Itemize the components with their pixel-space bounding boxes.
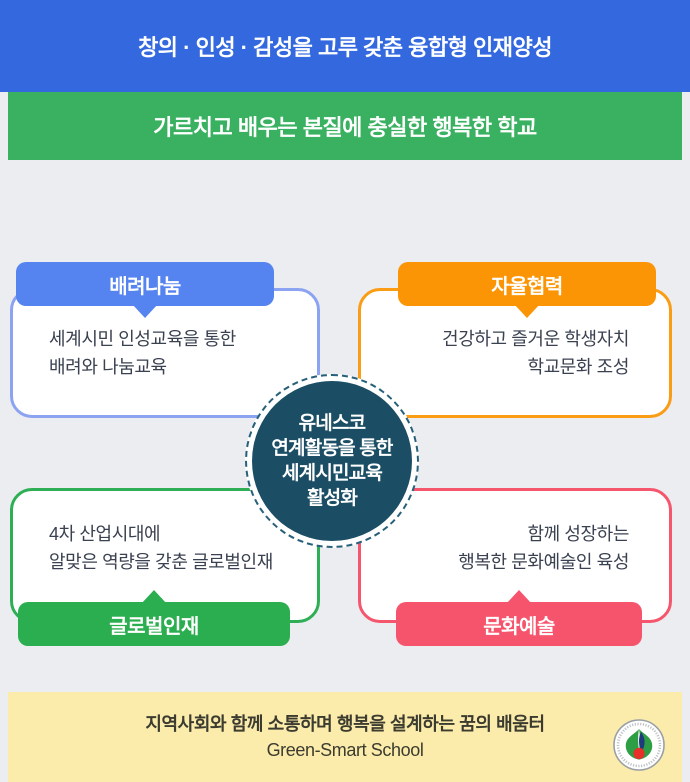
unesco-circle-line: 유네스코 — [298, 413, 367, 434]
tab-global-talent: 글로벌인재 — [18, 590, 290, 646]
card-care-sharing-text: 세계시민 인성교육을 통한 배려와 나눔교육 — [13, 325, 317, 381]
mission-banner-title: 가르치고 배우는 본질에 충실한 행복한 학교 — [153, 115, 537, 140]
card-care-sharing: 세계시민 인성교육을 통한 배려와 나눔교육 — [10, 288, 320, 418]
tab-autonomy-cooperation: 자율협력 — [398, 262, 656, 318]
card-text-line: 학교문화 조성 — [527, 357, 629, 377]
vision-banner-title: 창의 · 인성 · 감성을 고루 갖춘 융합형 인재양성 — [138, 35, 552, 60]
footer-slogan: 지역사회와 함께 소통하며 행복을 설계하는 꿈의 배움터 — [145, 714, 545, 734]
tab-pointer-down-icon — [514, 304, 540, 318]
tab-culture-art: 문화예술 — [396, 590, 642, 646]
footer-banner: 지역사회와 함께 소통하며 행복을 설계하는 꿈의 배움터 Green-Smar… — [8, 692, 682, 782]
unesco-circle: 유네스코 연계활동을 통한 세계시민교육 활성화 — [252, 381, 412, 541]
card-culture-art-text: 함께 성장하는 행복한 문화예술인 육성 — [361, 520, 669, 576]
card-autonomy-cooperation-text: 건강하고 즐거운 학생자치 학교문화 조성 — [361, 325, 669, 381]
tab-care-sharing: 배려나눔 — [16, 262, 274, 318]
card-text-line: 행복한 문화예술인 육성 — [458, 551, 629, 572]
school-emblem-icon — [613, 719, 665, 771]
card-text-line: 4차 산업시대에 — [49, 523, 161, 544]
card-text-line: 알맞은 역량을 갖춘 글로벌인재 — [49, 551, 273, 572]
unesco-circle-line: 활성화 — [306, 488, 358, 509]
card-text-line: 세계시민 인성교육을 통한 — [49, 329, 236, 349]
unesco-circle-line: 연계활동을 통한 — [271, 438, 393, 459]
tab-culture-art-label: 문화예술 — [483, 615, 555, 638]
unesco-circle-line: 세계시민교육 — [281, 463, 383, 484]
footer-school-type: Green-Smart School — [266, 740, 424, 760]
mission-banner: 가르치고 배우는 본질에 충실한 행복한 학교 — [8, 92, 682, 160]
tab-pointer-up-icon — [506, 590, 532, 604]
tab-pointer-down-icon — [132, 304, 158, 318]
card-text-line: 건강하고 즐거운 학생자치 — [442, 329, 629, 349]
unesco-dashed-ring: 유네스코 연계활동을 통한 세계시민교육 활성화 — [245, 374, 419, 548]
card-text-line: 배려와 나눔교육 — [49, 357, 167, 377]
vision-banner: 창의 · 인성 · 감성을 고루 갖춘 융합형 인재양성 — [0, 0, 690, 92]
card-text-line: 함께 성장하는 — [527, 523, 629, 544]
card-global-talent-text: 4차 산업시대에 알맞은 역량을 갖춘 글로벌인재 — [13, 520, 317, 576]
tab-autonomy-cooperation-label: 자율협력 — [491, 275, 563, 298]
tab-pointer-up-icon — [141, 590, 167, 604]
tab-care-sharing-label: 배려나눔 — [109, 275, 181, 298]
tab-global-talent-label: 글로벌인재 — [109, 615, 199, 638]
